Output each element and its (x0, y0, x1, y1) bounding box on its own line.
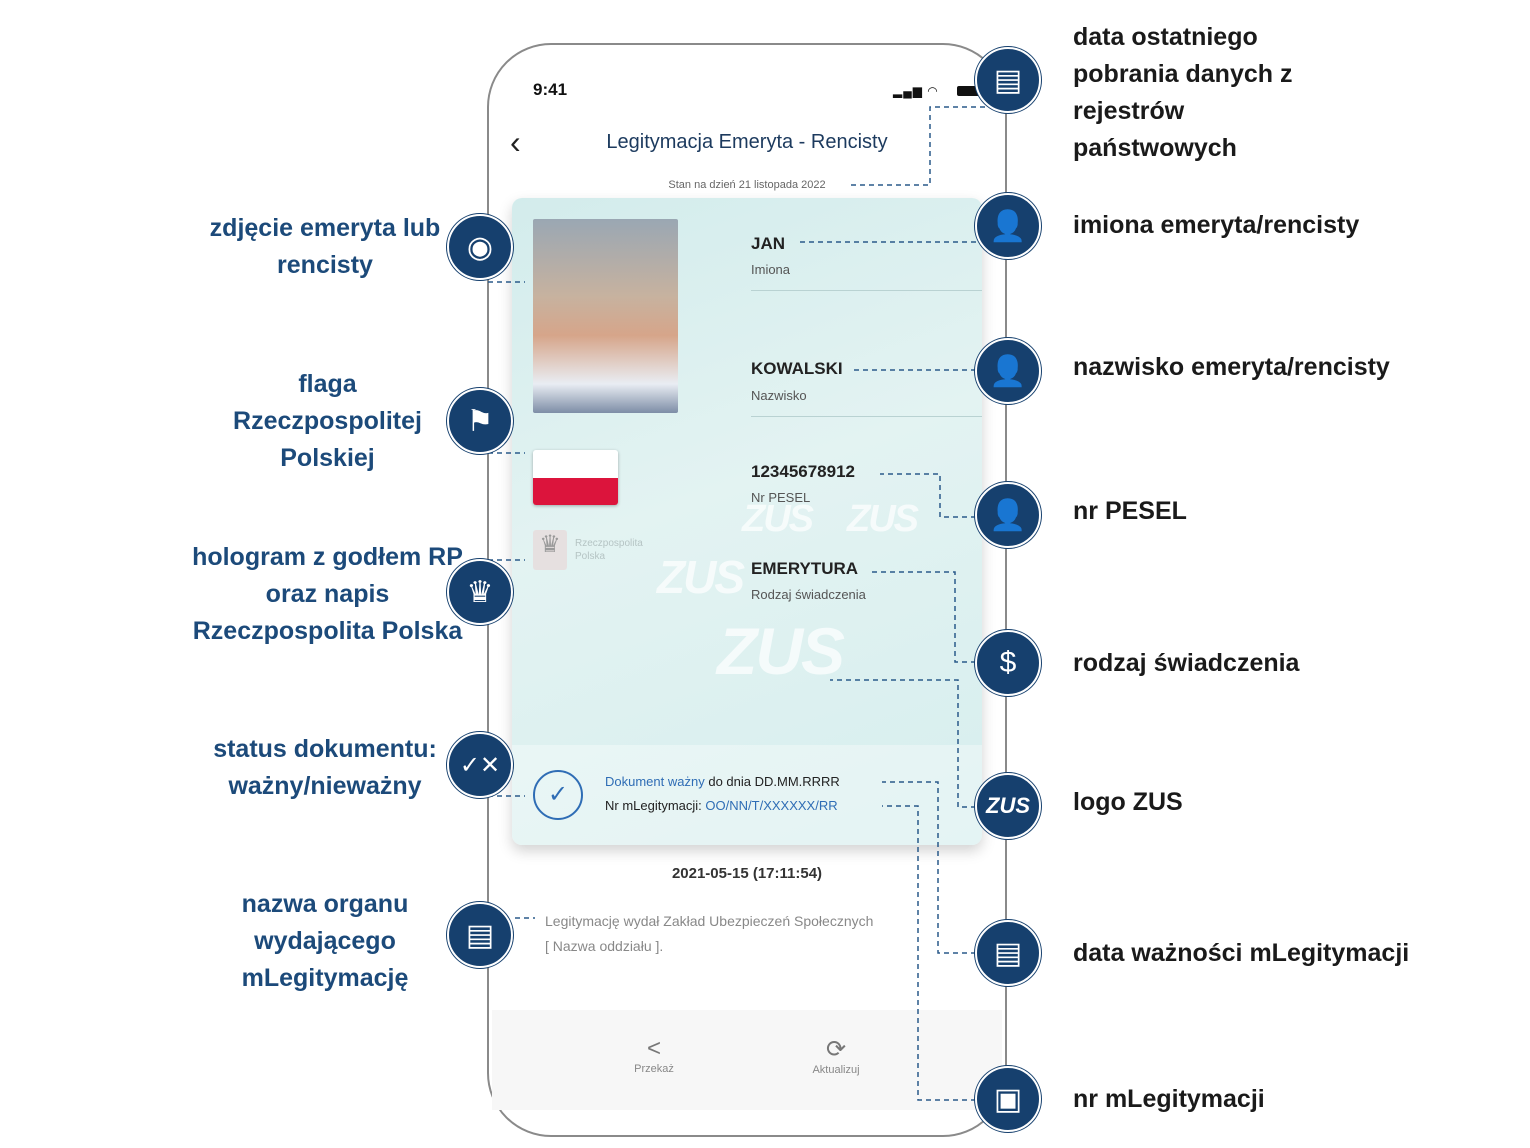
pesel: 12345678912 (751, 462, 856, 481)
flag-icon: ⚑ (447, 388, 513, 454)
zus-watermark: ZUS (742, 498, 814, 540)
page-title: Legitymacja Emeryta - Rencisty (606, 131, 888, 153)
data-date: Stan na dzień 21 listopada 2022 (668, 179, 826, 191)
timestamp: 2021-05-15 (17:11:54) (671, 865, 823, 882)
annotation-data-date: data ostatniego pobrania danych z rejest… (1073, 23, 1293, 162)
id-number: OO/NN/T/XXXXXX/RR (705, 798, 838, 813)
number-line: Nr mLegitymacji: OO/NN/T/XXXXXX/RR (605, 798, 838, 813)
share-icon: < (646, 1035, 661, 1062)
id-card: ZUS ZUS ZUS ZUS JAN Imiona KOWALSKI Nazw… (512, 198, 982, 845)
zus-watermark: ZUS (657, 551, 745, 603)
pesel-label: Nr PESEL (751, 490, 811, 505)
card-footer (512, 745, 982, 845)
annotation-photo: zdjęcie emeryta lub rencisty (209, 214, 441, 279)
divider (751, 290, 982, 291)
annotation-flag: flaga Rzeczpospolitej Polskiej (233, 370, 422, 472)
benefit-type-label: Rodzaj świadczenia (751, 587, 866, 602)
refresh-icon: ⟳ (825, 1036, 847, 1063)
status-valid: Dokument ważny (605, 774, 705, 789)
back-button[interactable]: ‹ (510, 124, 521, 160)
person-icon: 👤 (975, 193, 1041, 259)
issuer-line2: [ Nazwa oddziału ]. (545, 938, 664, 954)
refresh-button[interactable]: ⟳Aktualizuj (796, 1035, 876, 1076)
annotation-zus-logo: logo ZUS (1073, 788, 1183, 816)
hologram-text: Rzeczpospolita Polska (575, 538, 643, 562)
annotation-first-name: imiona emeryta/rencisty (1073, 211, 1360, 239)
eagle-hologram-icon: ♛ (533, 530, 567, 570)
annotation-pesel: nr PESEL (1073, 497, 1187, 525)
document-check-icon: ▤ (975, 47, 1041, 113)
valid-check-icon: ✓ (533, 770, 583, 820)
bottom-toolbar (492, 1010, 1002, 1110)
status-time: 9:41 (533, 80, 568, 99)
validity-line: Dokument ważny do dnia DD.MM.RRRR (605, 774, 840, 789)
zus-watermark: ZUS (847, 498, 919, 540)
share-button[interactable]: <Przekaż (614, 1035, 694, 1075)
id-card-icon: ▣ (975, 1066, 1041, 1132)
money-hand-icon: $ (975, 630, 1041, 696)
person-icon: 👤 (975, 482, 1041, 548)
annotation-issuer: nazwa organu wydającego mLegitymację (241, 890, 409, 992)
annotation-hologram: hologram z godłem RP oraz napis Rzeczpos… (192, 543, 463, 645)
number-label: Nr mLegitymacji: (605, 798, 702, 813)
annotation-last-name: nazwisko emeryta/rencisty (1073, 353, 1390, 381)
camera-icon: ◉ (447, 214, 513, 280)
first-name: JAN (751, 234, 786, 253)
polish-flag (533, 450, 618, 505)
annotation-status: status dokumentu: ważny/nieważny (213, 735, 437, 800)
eagle-icon: ♛ (447, 559, 513, 625)
first-name-label: Imiona (751, 262, 791, 277)
holder-photo (533, 219, 678, 413)
share-label: Przekaż (634, 1063, 674, 1075)
signal-icon: ▂▄▆ ◠ (893, 84, 939, 98)
battery-icon (957, 86, 981, 96)
last-name: KOWALSKI (751, 359, 843, 378)
zus-logo-icon: ZUS (975, 773, 1041, 839)
office-icon: ▤ (447, 902, 513, 968)
last-name-label: Nazwisko (751, 388, 807, 403)
annotation-benefit: rodzaj świadczenia (1073, 649, 1300, 677)
annotation-validity: data ważności mLegitymacji (1073, 939, 1410, 967)
zus-watermark: ZUS (717, 614, 845, 688)
divider (751, 416, 982, 417)
annotation-number: nr mLegitymacji (1073, 1085, 1265, 1113)
valid-until: do dnia DD.MM.RRRR (708, 774, 840, 789)
issuer-line1: Legitymację wydał Zakład Ubezpieczeń Spo… (545, 913, 874, 929)
status-icon: ✓✕ (447, 732, 513, 798)
person-icon: 👤 (975, 338, 1041, 404)
refresh-label: Aktualizuj (812, 1064, 860, 1076)
document-check-icon: ▤ (975, 920, 1041, 986)
benefit-type: EMERYTURA (751, 559, 859, 578)
